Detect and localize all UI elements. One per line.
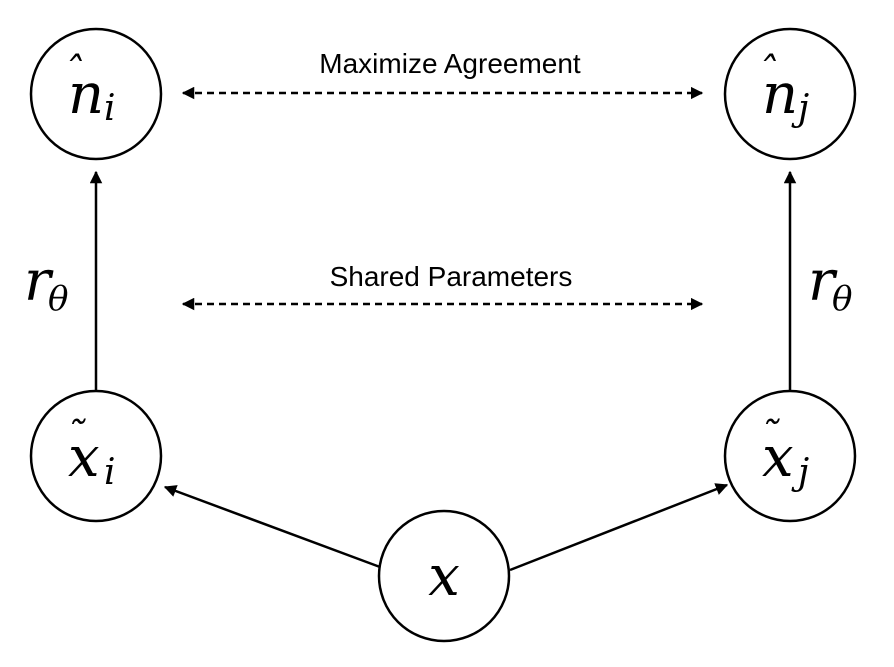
- node-x-tilde-i: x ̃ i: [29, 389, 163, 523]
- edge-label-right: r θ: [808, 249, 852, 319]
- arrow-x-to-x-tilde-i: [163, 485, 381, 569]
- node-n-hat-j-base: n: [762, 62, 798, 127]
- node-n-hat-i: n ̂ i: [29, 27, 163, 161]
- r-theta-right-subscript: θ: [832, 279, 852, 319]
- node-x-tilde-i-subscript: i: [104, 452, 116, 493]
- node-x-circle: [377, 509, 511, 643]
- node-n-hat-i-circle: [29, 27, 163, 161]
- r-theta-left-subscript: θ: [48, 279, 68, 319]
- node-x-tilde-i-base: x: [68, 425, 100, 490]
- node-n-hat-j-circle: [723, 27, 857, 161]
- node-x-tilde-j-circle: [723, 389, 857, 523]
- shared-parameters-label: Shared Parameters: [330, 261, 573, 292]
- r-theta-right-base: r: [808, 249, 838, 314]
- r-theta-left-base: r: [24, 249, 54, 314]
- node-n-hat-i-base: n: [68, 62, 104, 127]
- node-x-label: x: [428, 544, 460, 609]
- node-x-tilde-i-circle: [29, 389, 163, 523]
- node-x-tilde-j-base: x: [762, 425, 794, 490]
- maximize-agreement-label: Maximize Agreement: [319, 48, 581, 79]
- edge-label-left: r θ: [24, 249, 68, 319]
- node-x: x: [377, 509, 511, 643]
- node-n-hat-i-subscript: i: [104, 88, 116, 129]
- node-n-hat-j: n ̂ j: [723, 27, 857, 161]
- node-x-tilde-j: x ̃ j: [723, 389, 857, 523]
- arrow-x-to-x-tilde-j: [509, 483, 729, 572]
